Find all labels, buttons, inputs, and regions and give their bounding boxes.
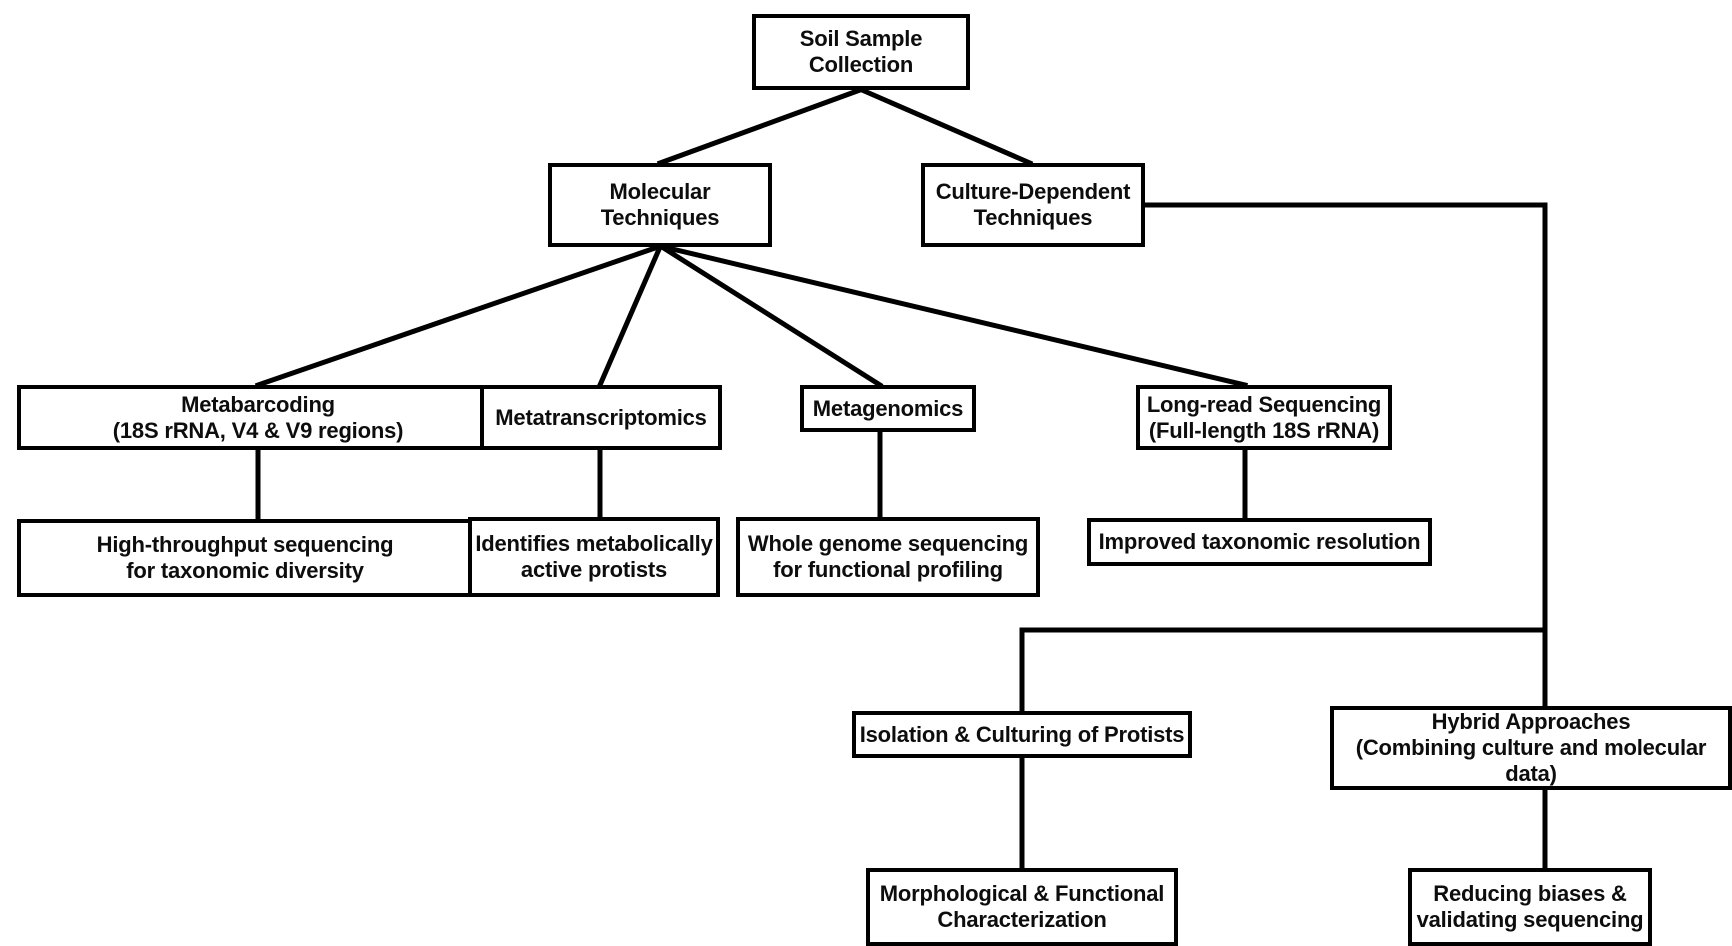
node-high-throughput-sequencing[interactable]: High-throughput sequencing for taxonomic… <box>17 519 473 597</box>
edge-molecular-to-metatranscriptomics <box>596 243 664 389</box>
node-molecular-techniques[interactable]: Molecular Techniques <box>548 163 772 247</box>
node-metabarcoding[interactable]: Metabarcoding (18S rRNA, V4 & V9 regions… <box>17 385 499 450</box>
node-label: High-throughput sequencing for taxonomic… <box>96 532 394 583</box>
node-identifies-metabolically-active[interactable]: Identifies metabolically active protists <box>468 517 720 597</box>
node-label: Culture-Dependent Techniques <box>935 179 1131 230</box>
node-label: Hybrid Approaches (Combining culture and… <box>1355 709 1707 786</box>
edge-soil-to-culture <box>858 86 1034 167</box>
node-label: Long-read Sequencing (Full-length 18S rR… <box>1146 391 1382 443</box>
edge-soil-to-molecular <box>656 86 864 167</box>
node-label: Metagenomics <box>812 395 964 421</box>
node-culture-dependent-techniques[interactable]: Culture-Dependent Techniques <box>921 163 1145 247</box>
node-soil-sample-collection[interactable]: Soil Sample Collection <box>752 14 970 90</box>
node-label: Improved taxonomic resolution <box>1098 529 1421 555</box>
node-improved-taxonomic-resolution[interactable]: Improved taxonomic resolution <box>1087 518 1432 566</box>
node-metatranscriptomics[interactable]: Metatranscriptomics <box>480 385 722 450</box>
node-long-read-sequencing[interactable]: Long-read Sequencing (Full-length 18S rR… <box>1136 385 1392 450</box>
node-label: Isolation & Culturing of Protists <box>859 721 1185 747</box>
node-label: Identifies metabolically active protists <box>475 531 713 582</box>
node-label: Soil Sample Collection <box>799 26 923 77</box>
edge-culture-bus-left <box>1019 627 1548 715</box>
node-isolation-culturing-protists[interactable]: Isolation & Culturing of Protists <box>852 711 1192 758</box>
node-whole-genome-sequencing[interactable]: Whole genome sequencing for functional p… <box>736 517 1040 597</box>
edge-molecular-to-longread <box>660 243 1249 389</box>
node-label: Whole genome sequencing for functional p… <box>747 531 1029 582</box>
node-label: Metatranscriptomics <box>495 404 707 430</box>
node-reducing-biases-validating[interactable]: Reducing biases & validating sequencing <box>1408 868 1652 946</box>
edge-molecular-to-metabarcoding <box>254 243 662 389</box>
node-label: Molecular Techniques <box>600 179 720 230</box>
edge-molecular-to-metagenomics <box>658 243 884 389</box>
node-metagenomics[interactable]: Metagenomics <box>800 385 976 432</box>
node-label: Metabarcoding (18S rRNA, V4 & V9 regions… <box>112 391 404 443</box>
node-label: Reducing biases & validating sequencing <box>1416 881 1644 932</box>
node-hybrid-approaches[interactable]: Hybrid Approaches (Combining culture and… <box>1330 706 1732 790</box>
node-label: Morphological & Functional Characterizat… <box>879 881 1165 932</box>
node-morphological-functional-characterization[interactable]: Morphological & Functional Characterizat… <box>866 868 1178 946</box>
